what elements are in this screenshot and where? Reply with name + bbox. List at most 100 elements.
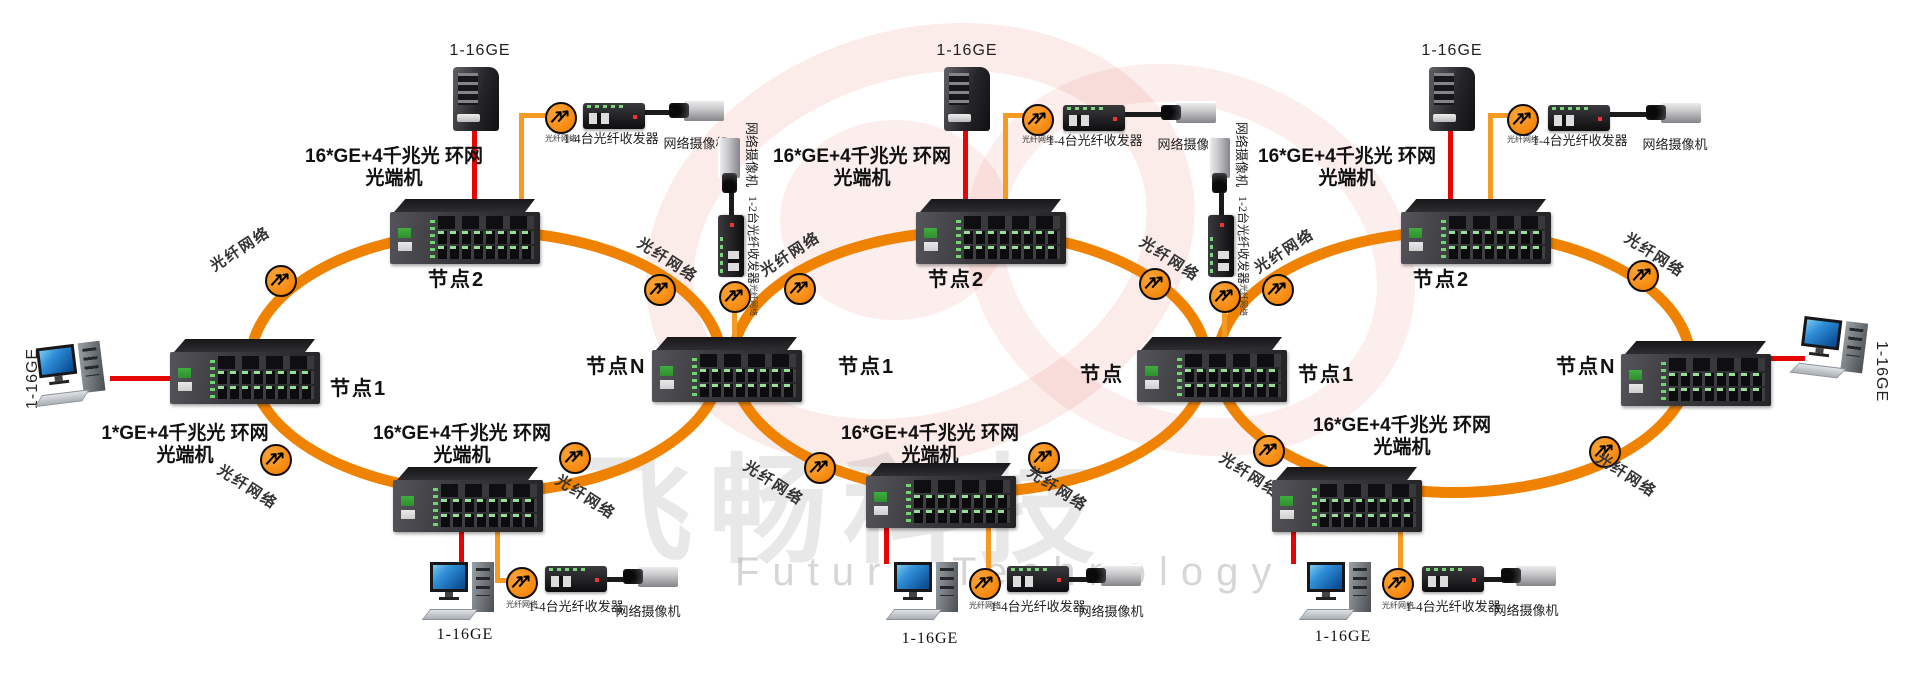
pc-label-ring1-bottom: 1-16GE <box>436 626 494 643</box>
orange-link-ring1-top <box>519 113 547 118</box>
black-link-camera-ring3-bottom <box>1482 577 1502 582</box>
node-label-junction1-right: 节点1 <box>838 356 896 378</box>
transceiver-label-ring3-bottom: 1-4台光纤收发器 <box>1405 599 1501 614</box>
backbone-caption-ring2-top-line2: 光端机 <box>833 168 891 189</box>
camera-label-junction1: 网络摄像机 <box>744 122 759 188</box>
pc-ring1-bottom <box>430 562 496 620</box>
media-converter-ring1-lower-left <box>260 444 292 476</box>
media-converter-ring1-bottom-chain <box>506 567 538 599</box>
red-link-pc-ring2 <box>884 527 889 564</box>
camera-ring2-bottom <box>1085 561 1141 593</box>
workstation-left-pc <box>35 340 109 407</box>
backbone-caption-ring1-bottom-line1: 16*GE+4千兆光 环网 <box>373 423 551 444</box>
backbone-caption-ring1-bottom-line2: 光端机 <box>433 445 491 466</box>
backbone-caption-ring3-bottom-line2: 光端机 <box>1373 437 1431 458</box>
switch-right-node <box>1621 354 1771 406</box>
red-link-server-ring3 <box>1448 131 1453 199</box>
camera-label-ring1-top: 网络摄像机 <box>663 136 729 151</box>
camera-label-ring3-top: 网络摄像机 <box>1642 137 1708 152</box>
workstation-right-pc <box>1797 316 1871 382</box>
node-label-ring3-top: 节点2 <box>1413 269 1471 291</box>
switch-junction1 <box>652 350 802 402</box>
media-converter-ring1-upper-left <box>265 265 297 297</box>
node-label-junction1-left: 节点N <box>586 356 647 378</box>
switch-ring3-bottom <box>1272 480 1422 532</box>
black-link-camera-ring2-top <box>1125 112 1162 117</box>
media-converter-ring2-upper-left <box>784 273 816 305</box>
transceiver-junction1 <box>718 215 744 277</box>
transceiver-ring3-bottom <box>1422 566 1484 592</box>
black-link-camera-ring1-bottom <box>605 577 625 582</box>
pc-label-ring3-bottom: 1-16GE <box>1314 628 1372 645</box>
server-label-ring2: 1-16GE <box>936 42 998 59</box>
node-label-right: 节点N <box>1556 356 1617 378</box>
switch-ring2-bottom <box>866 476 1016 528</box>
backbone-caption-ring2-top-line1: 16*GE+4千兆光 环网 <box>773 146 951 167</box>
media-converter-ring2-upper-right <box>1139 268 1171 300</box>
watermark-latin-text: Future Technology <box>735 550 1285 594</box>
media-converter-junction1-chain <box>719 281 751 313</box>
server-ring1 <box>453 67 499 131</box>
red-link-server-ring2 <box>963 131 968 199</box>
orange-link-chain2 <box>1222 313 1227 338</box>
pc-label-ring2-bottom: 1-16GE <box>901 630 959 647</box>
media-converter-junction2-chain <box>1209 281 1241 313</box>
server-label-ring1: 1-16GE <box>449 42 511 59</box>
fiber-network-label: 光纤网络 <box>207 224 274 275</box>
red-link-pc-ring3 <box>1291 531 1296 564</box>
camera-ring2-top <box>1160 98 1216 130</box>
fiber-network-small-label: 光纤网络 <box>1382 601 1414 610</box>
media-converter-ring3-top-chain <box>1507 104 1539 136</box>
camera-ring3-top <box>1645 98 1701 130</box>
black-link-camera-ring1-top <box>645 110 670 115</box>
orange-link-ring3-top <box>1488 113 1493 199</box>
switch-ring1-top <box>390 212 540 264</box>
orange-link-chain1 <box>732 313 737 338</box>
media-converter-ring2-bottom-chain <box>969 568 1001 600</box>
orange-link-ring2-top <box>1003 113 1024 118</box>
orange-link-ring3-bottom <box>1398 531 1403 571</box>
backbone-caption-ring2-bottom-line2: 光端机 <box>901 445 959 466</box>
fiber-network-small-label: 光纤网络 <box>545 134 577 143</box>
media-converter-ring1-top-chain <box>545 102 577 134</box>
transceiver-label-ring1-top: 1-4台光纤收发器 <box>563 131 659 146</box>
pc-ring3-bottom <box>1307 562 1373 620</box>
switch-left-node <box>170 352 320 404</box>
black-link-camera-ring2-bottom <box>1067 577 1087 582</box>
backbone-caption-left-line2: 光端机 <box>156 445 214 466</box>
orange-link-ring1-bottom <box>495 529 500 581</box>
node-label-ring1-top: 节点2 <box>428 269 486 291</box>
black-link-chain2 <box>1219 190 1224 220</box>
transceiver-label-junction2: 1-2台光纤收发器 <box>1236 196 1250 284</box>
pc-ring2-bottom <box>894 562 960 620</box>
fiber-network-small-label: 光纤网络 <box>969 601 1001 610</box>
orange-link-ring2-top <box>1003 113 1008 199</box>
switch-ring2-top <box>916 212 1066 264</box>
media-converter-ring3-upper-right <box>1627 260 1659 292</box>
black-link-camera-ring3-top <box>1610 112 1647 117</box>
server-ring2 <box>944 67 990 131</box>
backbone-caption-ring3-top-line2: 光端机 <box>1318 168 1376 189</box>
backbone-caption-ring2-bottom-line1: 16*GE+4千兆光 环网 <box>841 423 1019 444</box>
node-label-left: 节点1 <box>330 378 388 400</box>
backbone-caption-ring1-top-line1: 16*GE+4千兆光 环网 <box>305 146 483 167</box>
transceiver-ring1-bottom <box>545 566 607 592</box>
switch-junction2 <box>1137 350 1287 402</box>
red-link-server-ring1 <box>472 131 477 199</box>
backbone-caption-ring3-bottom-line1: 16*GE+4千兆光 环网 <box>1313 415 1491 436</box>
backbone-caption-left-line1: 1*GE+4千兆光 环网 <box>101 423 269 444</box>
camera-ring1-top <box>668 96 724 128</box>
camera-label-ring2-bottom: 网络摄像机 <box>1078 604 1144 619</box>
transceiver-ring2-top <box>1063 105 1125 131</box>
media-converter-ring3-bottom-chain <box>1382 568 1414 600</box>
black-link-chain1 <box>729 190 734 220</box>
media-converter-ring1-lower-right <box>559 442 591 474</box>
transceiver-ring2-bottom <box>1007 566 1069 592</box>
orange-link-ring2-bottom <box>986 525 991 571</box>
server-ring3 <box>1429 67 1475 131</box>
node-label-junction2-right: 节点1 <box>1298 364 1356 386</box>
orange-link-ring3-top <box>1488 113 1509 118</box>
camera-ring3-bottom <box>1500 561 1556 593</box>
camera-ring1-bottom <box>622 562 678 594</box>
